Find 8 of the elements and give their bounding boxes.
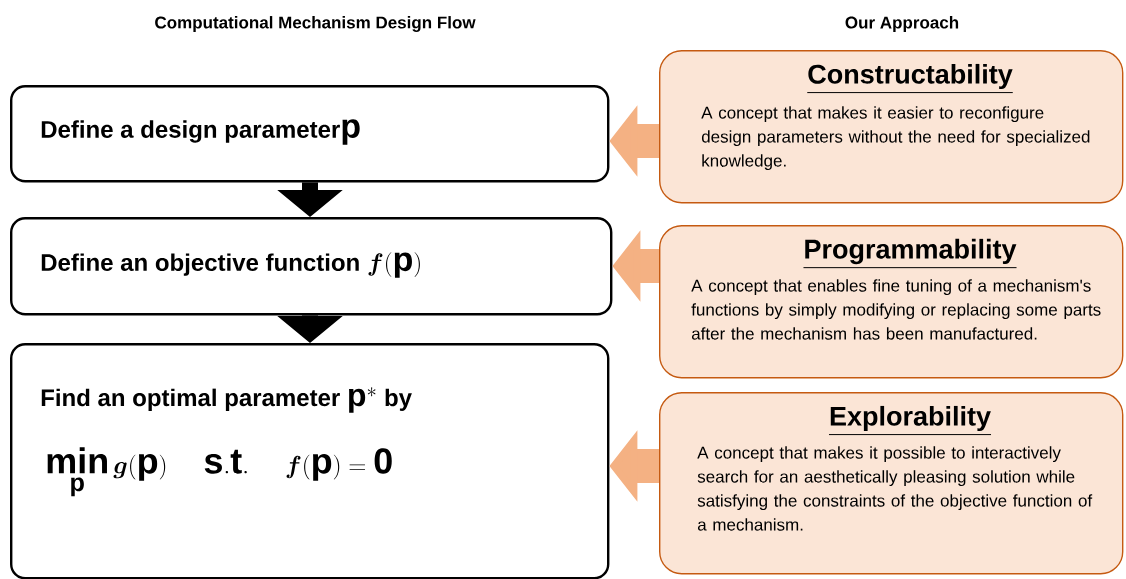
concept-card: Explorability A concept that makes it possible to interactively search for an aesthetically pleasing solution while satisfying the constraints of the objective function of a mechanism.: [659, 392, 1124, 575]
column-heading: Computational Mechanism Design Flow: [155, 16, 476, 32]
process-box: Find an optimal parameter $\mathbf{p}^{*}$ by $\mathop{\mathbf{min}}\limits_{\mathbf{p}} \boldsymbol{g}(\mathbf{p}) \quad \mathbf{s.t.} \quad \boldsymbol{f}(\mathbf{p}) = \mathbf{0}$: [10, 343, 610, 579]
column-heading: Our Approach: [845, 16, 959, 32]
concept-card: Programmability A concept that enables fine tuning of a mechanism's functions by simply modifying or replacing some parts after the mechanism has been manufactured.: [659, 225, 1124, 379]
process-box: Define an objective function $\boldsymbol{f}(\mathbf{p})$: [10, 217, 613, 316]
concept-card: Constructability A concept that makes it easier to reconfigure design parameters without the need for specialized knowledge.: [659, 50, 1124, 204]
process-box: Define a design parameter$\mathbf{p}$: [10, 85, 610, 183]
